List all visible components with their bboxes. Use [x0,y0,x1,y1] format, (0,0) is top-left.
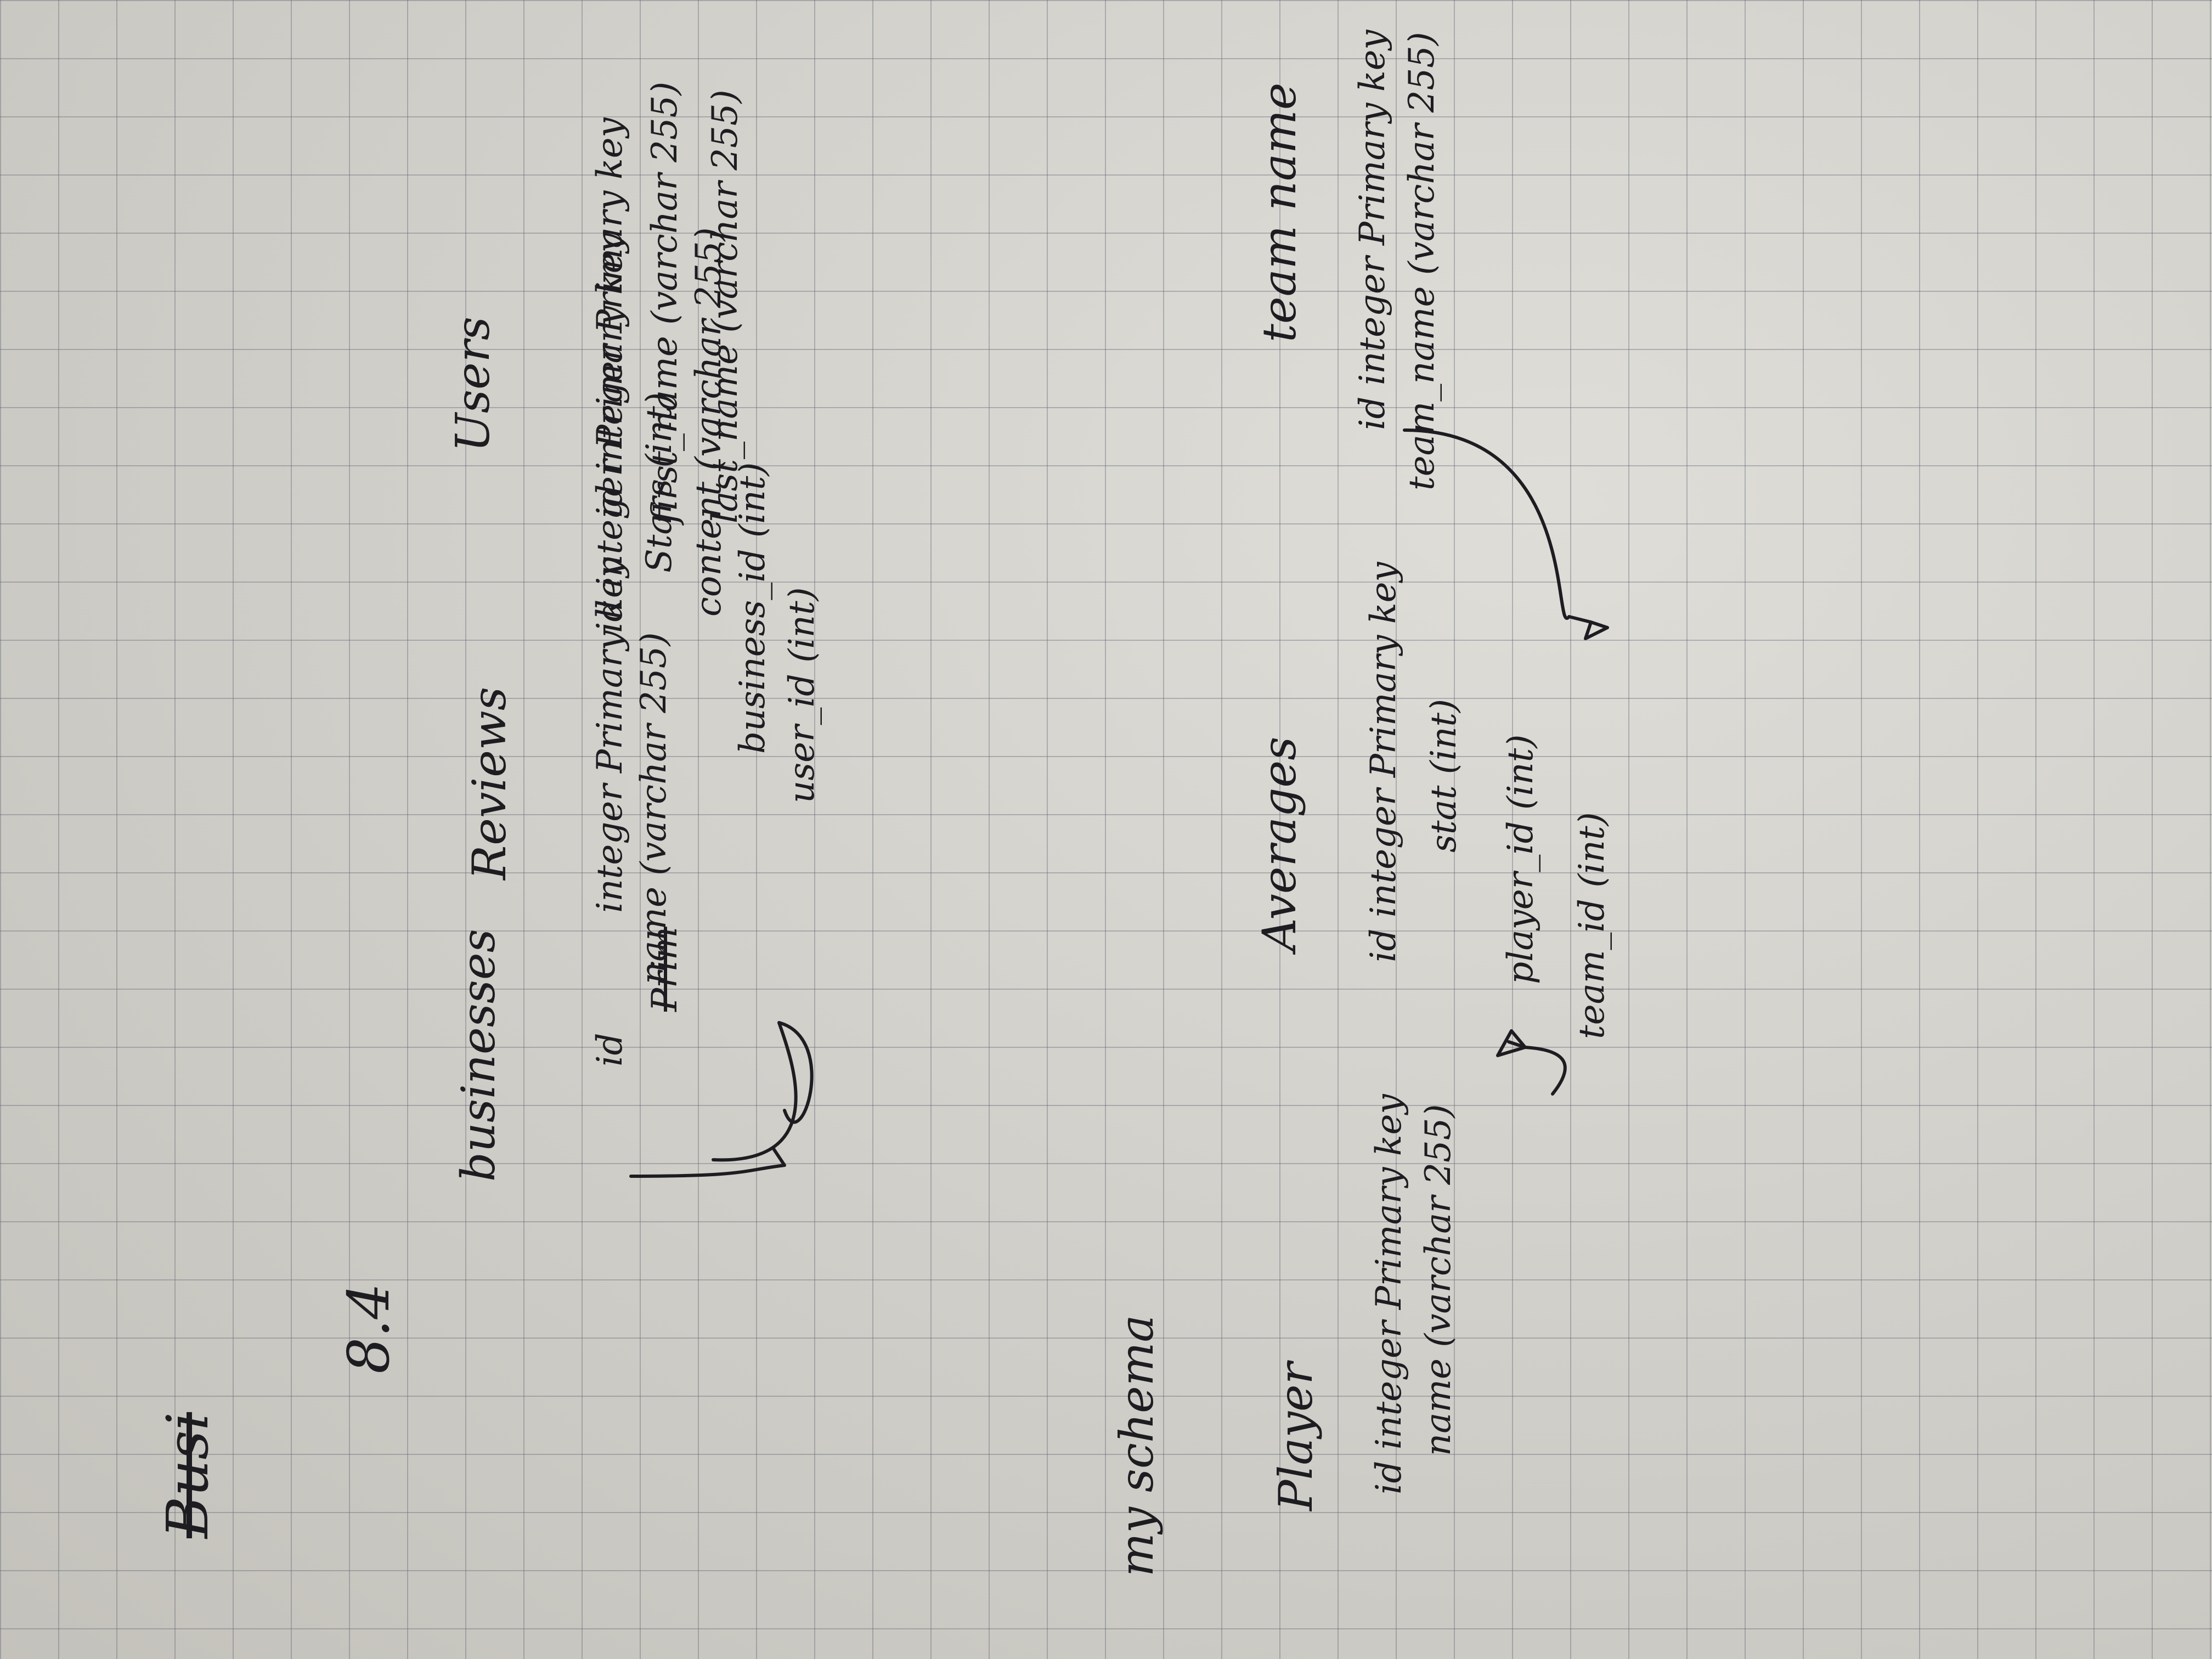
table-title-users: Users [446,317,500,452]
link-businesses-reviews [629,1147,786,1178]
averages-field-player-id: player_id (int) [1500,734,1541,984]
player-field-name: name (varchar 255) [1418,1104,1459,1456]
users-field-last-name: last_name (varchar 255) [705,89,746,523]
player-field-id: id integer Primary key [1369,1094,1409,1494]
link-team-averages [1403,428,1593,624]
averages-field-id: id integer Primary key [1363,562,1404,962]
section-number: 8.4 [335,1283,402,1374]
team-field-id: id integer Primary key [1352,30,1393,430]
table-title-businesses: businesses [452,929,505,1182]
businesses-field-id: id [590,1032,630,1066]
table-title-averages: Averages [1252,736,1306,951]
my-schema-label: my schema [1110,1314,1164,1577]
arrow-head-averages [1496,1029,1527,1057]
team-field-team-name: team_name (varchar 255) [1402,32,1442,490]
link-player-averages [1507,1040,1567,1096]
page-heading: Busi [154,1412,221,1538]
businesses-field-name: name (varchar 255) [634,632,674,984]
reviews-field-user-id: user_id (int) [782,587,822,803]
table-title-team: team name [1252,82,1306,342]
averages-field-team-id: team_id (int) [1572,812,1612,1039]
averages-field-stat: stat (int) [1424,698,1464,853]
arrow-head-team [1584,620,1609,640]
table-title-player: Player [1269,1362,1323,1511]
table-title-reviews: Reviews [462,687,516,880]
link-reviews-users [712,1021,814,1162]
users-field-first-name: first_name (varchar 255) [645,81,685,523]
users-field-id: id integer Primary key [590,117,630,518]
